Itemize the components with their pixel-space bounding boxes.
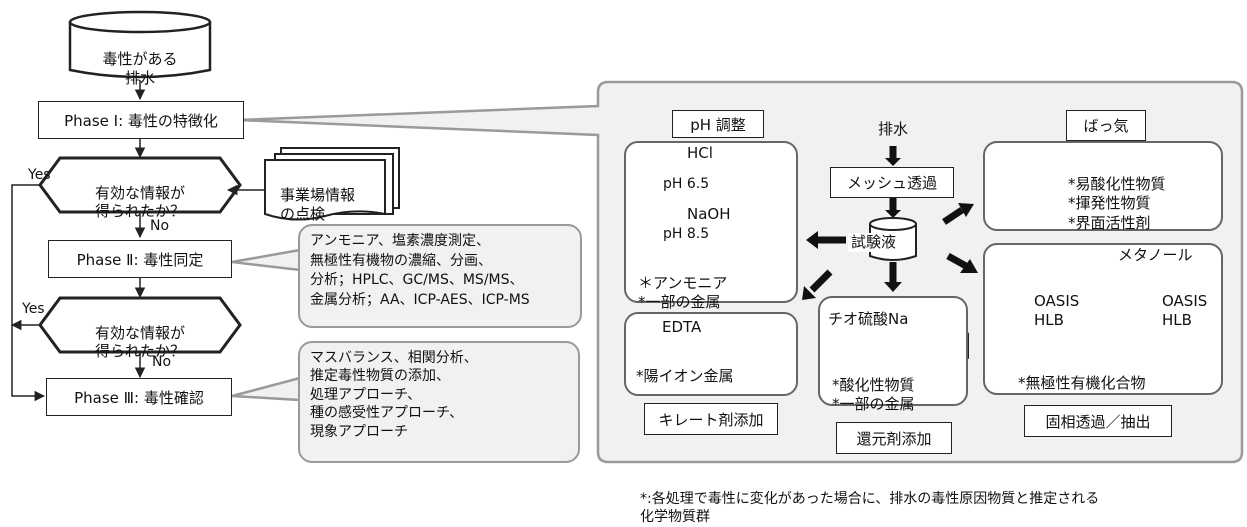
yes-label-2: Yes bbox=[22, 301, 45, 317]
edta-label: EDTA bbox=[662, 318, 702, 336]
chelate-panel bbox=[624, 312, 798, 396]
phase3-detail-callout: マスバランス、相関分析、 推定毒性物質の添加、 処理アプローチ、 種の感受性アプ… bbox=[298, 341, 580, 463]
ph-adjust-title: pH 調整 bbox=[672, 110, 764, 138]
aeration-title: ばっ気 bbox=[1066, 110, 1146, 141]
phase2-detail-callout: アンモニア、塩素濃度測定、 無極性有機物の濃縮、分画、 分析；HPLC、GC/M… bbox=[298, 224, 582, 328]
aeration-targets: *易酸化性物質 *揮発性物質 *界面活性剤 bbox=[1068, 174, 1166, 232]
effluent-source-label: 毒性がある 排水 bbox=[102, 49, 178, 87]
thio-label: チオ硫酸Na bbox=[828, 310, 909, 328]
yes-label-1: Yes bbox=[28, 167, 51, 183]
mesh-filter-box: メッシュ透過 bbox=[830, 167, 954, 198]
reduct-label-box: 還元剤添加 bbox=[836, 422, 952, 454]
ph65-label: pH 6.5 bbox=[663, 176, 710, 192]
ph85-label: pH 8.5 bbox=[663, 226, 710, 242]
decision-1-text: 有効な情報が 得られたか？ bbox=[94, 184, 185, 220]
site-info-document-icon bbox=[264, 147, 400, 221]
test-liquid-label: 試験液 bbox=[848, 233, 900, 252]
ph-adjust-panel bbox=[624, 141, 798, 303]
ph-targets: ＊アンモニア *一部の金属 bbox=[638, 273, 728, 312]
site-info-label: 事業場情報 の点検 bbox=[280, 185, 356, 224]
naoh-label: NaOH bbox=[687, 205, 731, 223]
spe-panel bbox=[983, 243, 1223, 395]
effluent-cylinder-icon bbox=[68, 10, 212, 79]
phase1-box[interactable]: Phase Ⅰ: 毒性の特徴化 bbox=[38, 101, 244, 139]
oasis2-label: OASIS HLB bbox=[1162, 291, 1208, 330]
no-label-2: No bbox=[152, 354, 172, 370]
oasis1-label: OASIS HLB bbox=[1034, 291, 1080, 330]
phase2-box[interactable]: Phase Ⅱ: 毒性同定 bbox=[48, 240, 232, 278]
spe-target: *無極性有機化合物 bbox=[1018, 374, 1146, 392]
aeration-panel bbox=[983, 141, 1223, 231]
hcl-label: HCl bbox=[687, 144, 713, 162]
edta-target: *陽イオン金属 bbox=[636, 367, 734, 385]
chelate-label-box: キレート剤添加 bbox=[644, 403, 778, 435]
no-label-1: No bbox=[150, 218, 170, 234]
phase3-box[interactable]: Phase Ⅲ: 毒性確認 bbox=[46, 378, 232, 416]
effluent-label: 排水 bbox=[878, 120, 909, 138]
footnote: *:各処理で毒性に変化があった場合に、排水の毒性原因物質と推定される 化学物質群 bbox=[640, 491, 1100, 526]
decision-2-text: 有効な情報が 得られたか？ bbox=[94, 324, 185, 360]
spe-label-box: 固相透過／抽出 bbox=[1024, 405, 1172, 437]
thio-targets: *酸化性物質 *一部の金属 bbox=[832, 375, 915, 414]
reduct-panel bbox=[818, 296, 968, 406]
methanol-label: メタノール bbox=[1118, 246, 1193, 264]
